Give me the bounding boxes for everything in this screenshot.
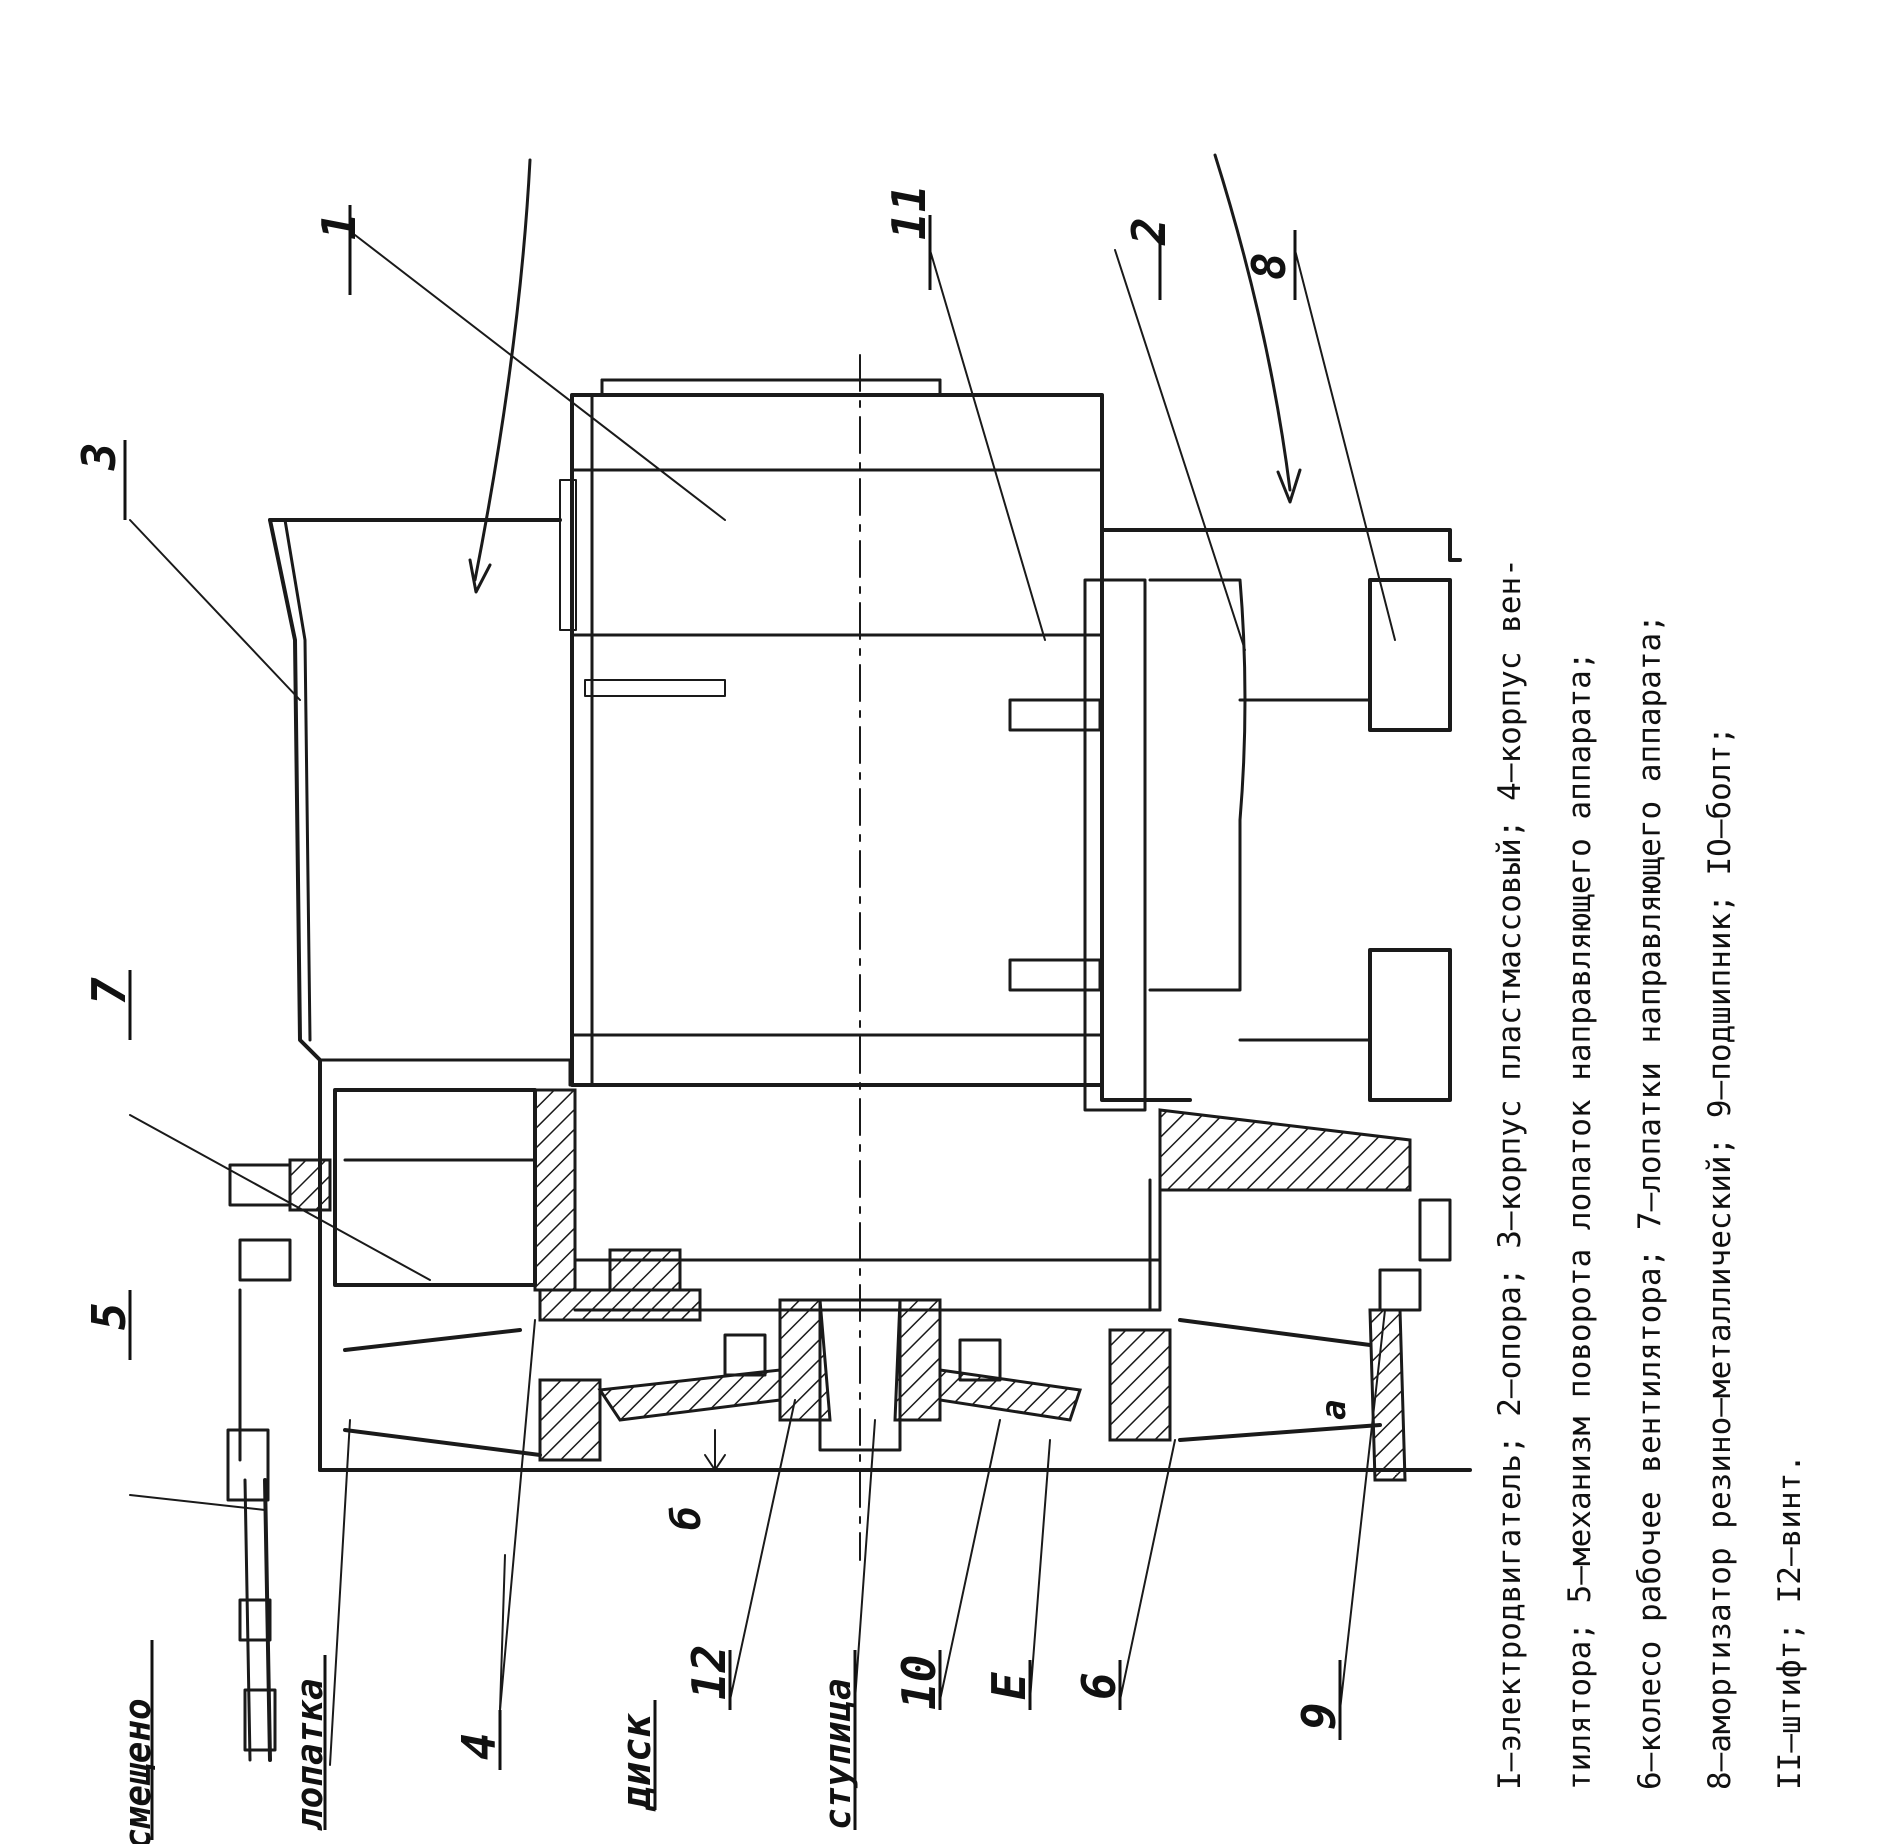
caption-line-4: 8–амортизатор резино–металлический; 9–по… [1702,726,1738,1790]
plastic-casing [268,518,1472,1472]
caption-line-2: тилятора; 5–механизм поворота лопаток на… [1562,652,1598,1790]
callout-1: 1 [312,212,366,240]
callout-disk: диск [614,1712,660,1812]
vane-rotation-mechanism [226,1163,292,1762]
callout-9: 9 [1292,1702,1346,1730]
caption-line-5: II–штифт; I2–винт. [1772,1454,1808,1790]
callout-7: 7 [82,977,136,1005]
callout-E: E [982,1671,1036,1700]
section-mark-b: б [664,1506,710,1530]
support-frame [1008,528,1462,1312]
callout-11: 11 [882,185,936,240]
callout-12: 12 [682,1645,736,1700]
flow-arrows [468,153,1302,594]
callout-5: 5 [82,1302,136,1330]
caption-line-3: 6–колесо рабочее вентилятора; 7–лопатки … [1632,614,1668,1790]
hub-disk-assembly [597,1248,1172,1452]
fan-housing [288,1088,1162,1462]
callout-labels: 1 2 3 11 8 7 5 смещено л [72,185,1354,1844]
electric-motor [559,378,1104,1087]
callout-stupitsa: ступица [818,1678,859,1830]
caption-line-1: I–электродвигатель; 2–опора; 3–корпус пл… [1492,558,1528,1790]
leader-lines [129,234,1396,1766]
callout-6: 6 [1072,1672,1126,1700]
caption-block: I–электродвигатель; 2–опора; 3–корпус пл… [1492,558,1808,1790]
callout-3: 3 [72,442,126,471]
callout-4: 4 [452,1732,506,1760]
dimension-a: а [1314,1400,1354,1420]
callout-10: 10 [892,1655,946,1710]
callout-8: 8 [1242,252,1296,280]
callout-2: 2 [1122,217,1176,246]
impeller-blades [343,1308,1407,1482]
